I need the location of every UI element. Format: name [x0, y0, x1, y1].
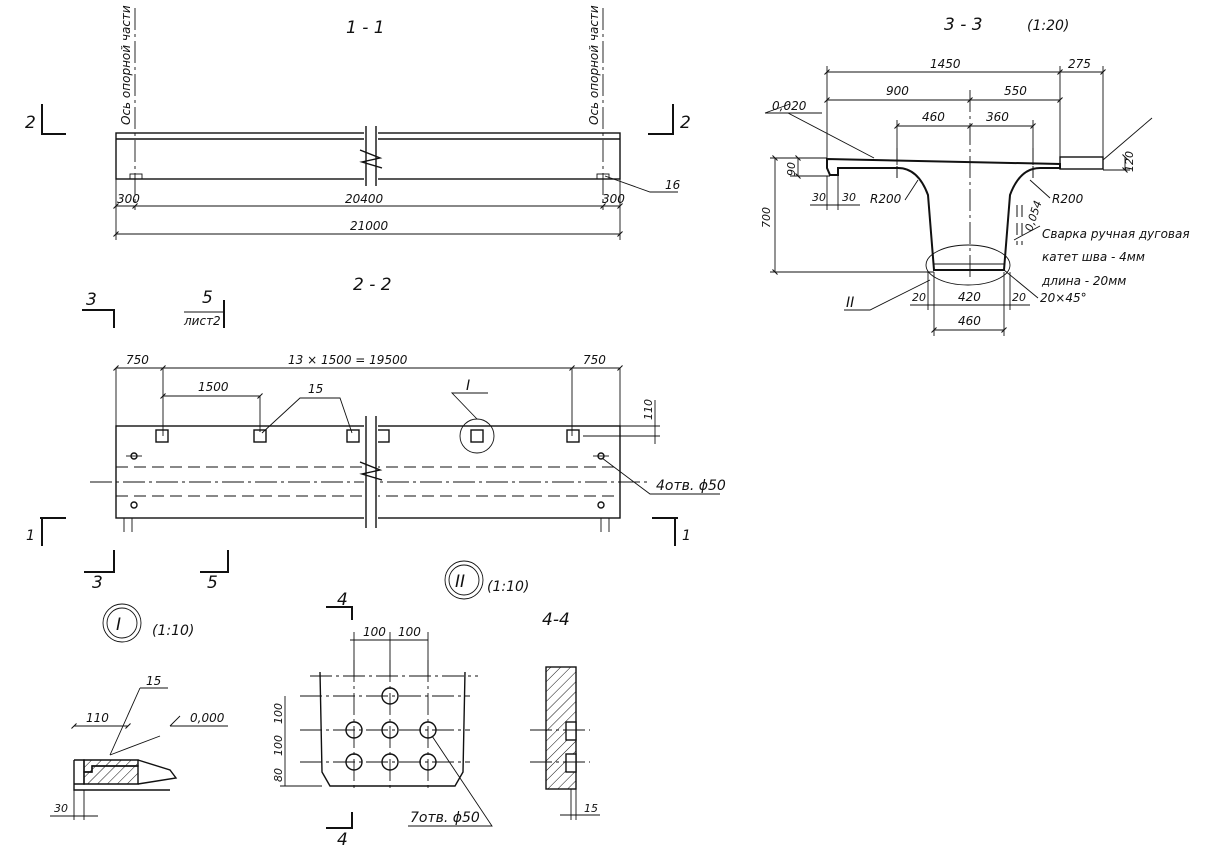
dim-1500: 1500 [198, 380, 229, 394]
dim-275: 275 [1068, 57, 1091, 71]
slope-left: 0,020 [772, 99, 807, 113]
detail-II-view: II (1:10) 4 4 100 100 100 100 80 7 [272, 560, 529, 848]
dim-460-top: 460 [922, 110, 945, 124]
dim-900: 900 [886, 84, 909, 98]
detail-I-dim-110: 110 [86, 711, 109, 725]
axis-label-right: Ось опорной части [587, 5, 601, 125]
callout-16: 16 [665, 178, 681, 192]
detail-I-dim-30: 30 [54, 802, 68, 815]
cut-4-bottom-label: 4 [337, 830, 348, 848]
detail-II-dim-100v1: 100 [272, 703, 285, 724]
detail-II-label: II [455, 572, 465, 592]
dim-20-right: 20 [1012, 291, 1026, 304]
section-2-2-title: 2 - 2 [353, 275, 392, 295]
axis-label-left: Ось опорной части [119, 5, 133, 125]
detail-II-holes-note: 7отв. ϕ50 [410, 810, 480, 826]
cut-2-left-label: 2 [25, 113, 36, 133]
cut-3-bottom-label: 3 [92, 573, 103, 593]
cut-4-top-label: 4 [337, 590, 348, 610]
detail-II-scale: (1:10) [487, 579, 529, 595]
dim-300-right: 300 [602, 192, 625, 206]
detail-I-label: I [116, 615, 121, 635]
detail-II-dim-100v2: 100 [272, 735, 285, 756]
detail-I-scale: (1:10) [152, 623, 194, 639]
detail-I-callout-15: 15 [146, 674, 161, 688]
section-1-1: 1 - 1 Ось опорной части Ось опорной част… [25, 5, 691, 240]
detail-II-ref: II [846, 295, 854, 311]
section-3-3: 3 - 3 (1:20) 1450 275 900 550 460 360 0,… [760, 15, 1190, 336]
detail-II-dim-100a: 100 [363, 625, 386, 639]
detail-I-view: I (1:10) 15 110 0,000 30 [50, 603, 228, 820]
weld-note-2: катет шва - 4мм [1042, 250, 1145, 264]
holes-note-4: 4отв. ϕ50 [656, 478, 726, 494]
dim-21000: 21000 [350, 219, 389, 233]
dim-30b: 30 [842, 191, 856, 204]
cut-3-top-label: 3 [86, 290, 97, 310]
cut-5-top-label: 5 [202, 288, 213, 308]
section-2-2: 2 - 2 3 5 лист2 750 13 × 1500 = 19500 75… [26, 275, 726, 593]
dim-120: 120 [1123, 151, 1136, 172]
section-3-3-title: 3 - 3 [944, 15, 983, 35]
chamfer: 20×45° [1040, 291, 1087, 305]
section-3-3-scale: (1:20) [1027, 18, 1069, 34]
weld-note-1: Сварка ручная дуговая [1042, 227, 1190, 241]
dim-750-left: 750 [126, 353, 149, 367]
dim-20-left: 20 [912, 291, 926, 304]
dim-550: 550 [1004, 84, 1027, 98]
detail-I-level: 0,000 [190, 711, 225, 725]
detail-II-dim-100b: 100 [398, 625, 421, 639]
weld-note-3: длина - 20мм [1041, 274, 1126, 288]
dim-300-left: 300 [117, 192, 140, 206]
callout-15: 15 [308, 382, 323, 396]
section-4-4-title: 4-4 [542, 610, 570, 630]
sheet-ref: лист2 [183, 314, 221, 328]
section-1-1-title: 1 - 1 [346, 18, 385, 38]
dim-700: 700 [760, 207, 773, 228]
dim-30a: 30 [812, 191, 826, 204]
dim-1450: 1450 [930, 57, 961, 71]
cut-1-right-label: 1 [682, 528, 691, 544]
detail-II-dim-80: 80 [272, 768, 285, 782]
dim-90: 90 [785, 162, 798, 176]
dim-420: 420 [958, 290, 981, 304]
dim-20400: 20400 [345, 192, 384, 206]
detail-I-ref: I [466, 378, 470, 394]
dim-750-right: 750 [583, 353, 606, 367]
section-4-4: 4-4 15 [530, 610, 600, 820]
cut-5-bottom-label: 5 [207, 573, 218, 593]
dim-spacing: 13 × 1500 = 19500 [288, 353, 408, 367]
radius-left: R200 [870, 192, 902, 206]
dim-110: 110 [642, 399, 655, 420]
dim-360: 360 [986, 110, 1009, 124]
section-4-4-dim-15: 15 [584, 802, 598, 815]
radius-right: R200 [1052, 192, 1084, 206]
dim-460-bottom: 460 [958, 314, 981, 328]
cut-2-right-label: 2 [680, 113, 691, 133]
cut-1-left-label: 1 [26, 528, 35, 544]
